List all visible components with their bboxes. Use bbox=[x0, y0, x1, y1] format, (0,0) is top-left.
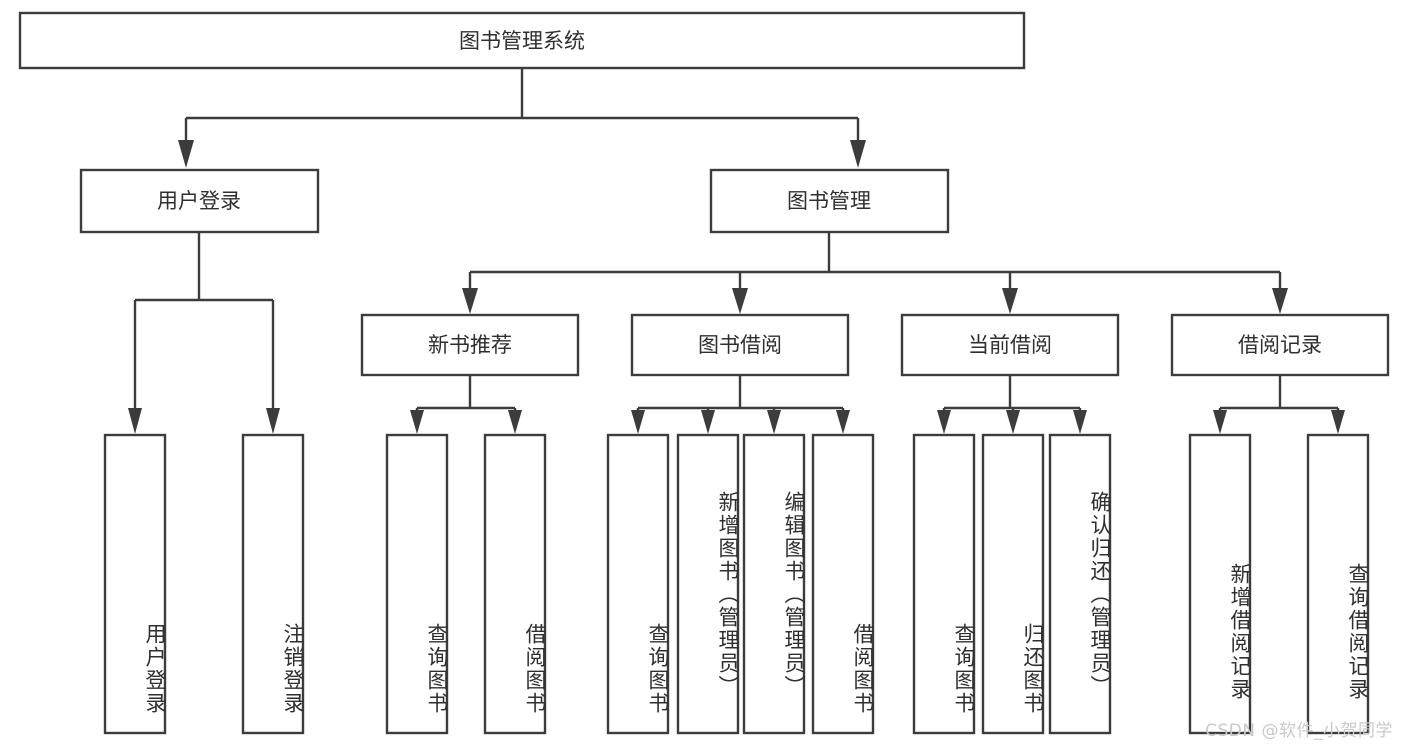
node-leaf-user-login[interactable] bbox=[103, 433, 167, 735]
connector-book-borrow-to-leaves bbox=[631, 375, 850, 434]
connector-new-book-rec-to-leaves bbox=[410, 375, 522, 434]
node-leaf-query-book-1[interactable] bbox=[385, 433, 449, 735]
node-root[interactable]: 图书管理系统 bbox=[18, 11, 1026, 70]
node-leaf-add-book[interactable] bbox=[676, 433, 740, 735]
node-book-borrow-label: 图书借阅 bbox=[698, 333, 782, 357]
connector-current-borrow-to-leaves bbox=[937, 375, 1087, 434]
node-leaf-edit-book[interactable] bbox=[742, 433, 806, 735]
node-root-label: 图书管理系统 bbox=[459, 29, 585, 53]
arrow-to-book-manage bbox=[850, 140, 866, 168]
node-book-borrow[interactable]: 图书借阅 bbox=[630, 313, 850, 377]
node-new-book-rec-label: 新书推荐 bbox=[428, 333, 512, 357]
node-leaf-borrow-book-2[interactable] bbox=[811, 433, 875, 735]
node-leaf-add-record[interactable] bbox=[1188, 433, 1252, 735]
node-current-borrow-label: 当前借阅 bbox=[968, 333, 1052, 357]
arrow-to-user-login bbox=[178, 140, 194, 168]
node-book-manage[interactable]: 图书管理 bbox=[709, 168, 950, 234]
node-borrow-record[interactable]: 借阅记录 bbox=[1170, 313, 1390, 377]
node-user-login-label: 用户登录 bbox=[157, 189, 241, 213]
node-current-borrow[interactable]: 当前借阅 bbox=[900, 313, 1120, 377]
leaf-boxes bbox=[103, 433, 1370, 735]
connector-user-login-to-leaves bbox=[128, 232, 280, 434]
node-book-manage-label: 图书管理 bbox=[787, 189, 871, 213]
connector-book-manage-to-level3 bbox=[462, 232, 1288, 314]
node-leaf-query-record[interactable] bbox=[1306, 433, 1370, 735]
node-user-login[interactable]: 用户登录 bbox=[79, 168, 320, 234]
connector-root-to-level2 bbox=[178, 68, 866, 168]
node-leaf-borrow-book-1[interactable] bbox=[483, 433, 547, 735]
connector-borrow-record-to-leaves bbox=[1213, 375, 1345, 434]
node-leaf-confirm-return[interactable] bbox=[1048, 433, 1112, 735]
node-leaf-logout[interactable] bbox=[241, 433, 305, 735]
csdn-watermark: CSDN @软件_小贺同学 bbox=[1205, 721, 1393, 741]
node-leaf-return-book[interactable] bbox=[981, 433, 1045, 735]
node-borrow-record-label: 借阅记录 bbox=[1238, 333, 1322, 357]
node-leaf-query-book-3[interactable] bbox=[912, 433, 976, 735]
node-leaf-query-book-2[interactable] bbox=[606, 433, 670, 735]
node-new-book-rec[interactable]: 新书推荐 bbox=[360, 313, 580, 377]
